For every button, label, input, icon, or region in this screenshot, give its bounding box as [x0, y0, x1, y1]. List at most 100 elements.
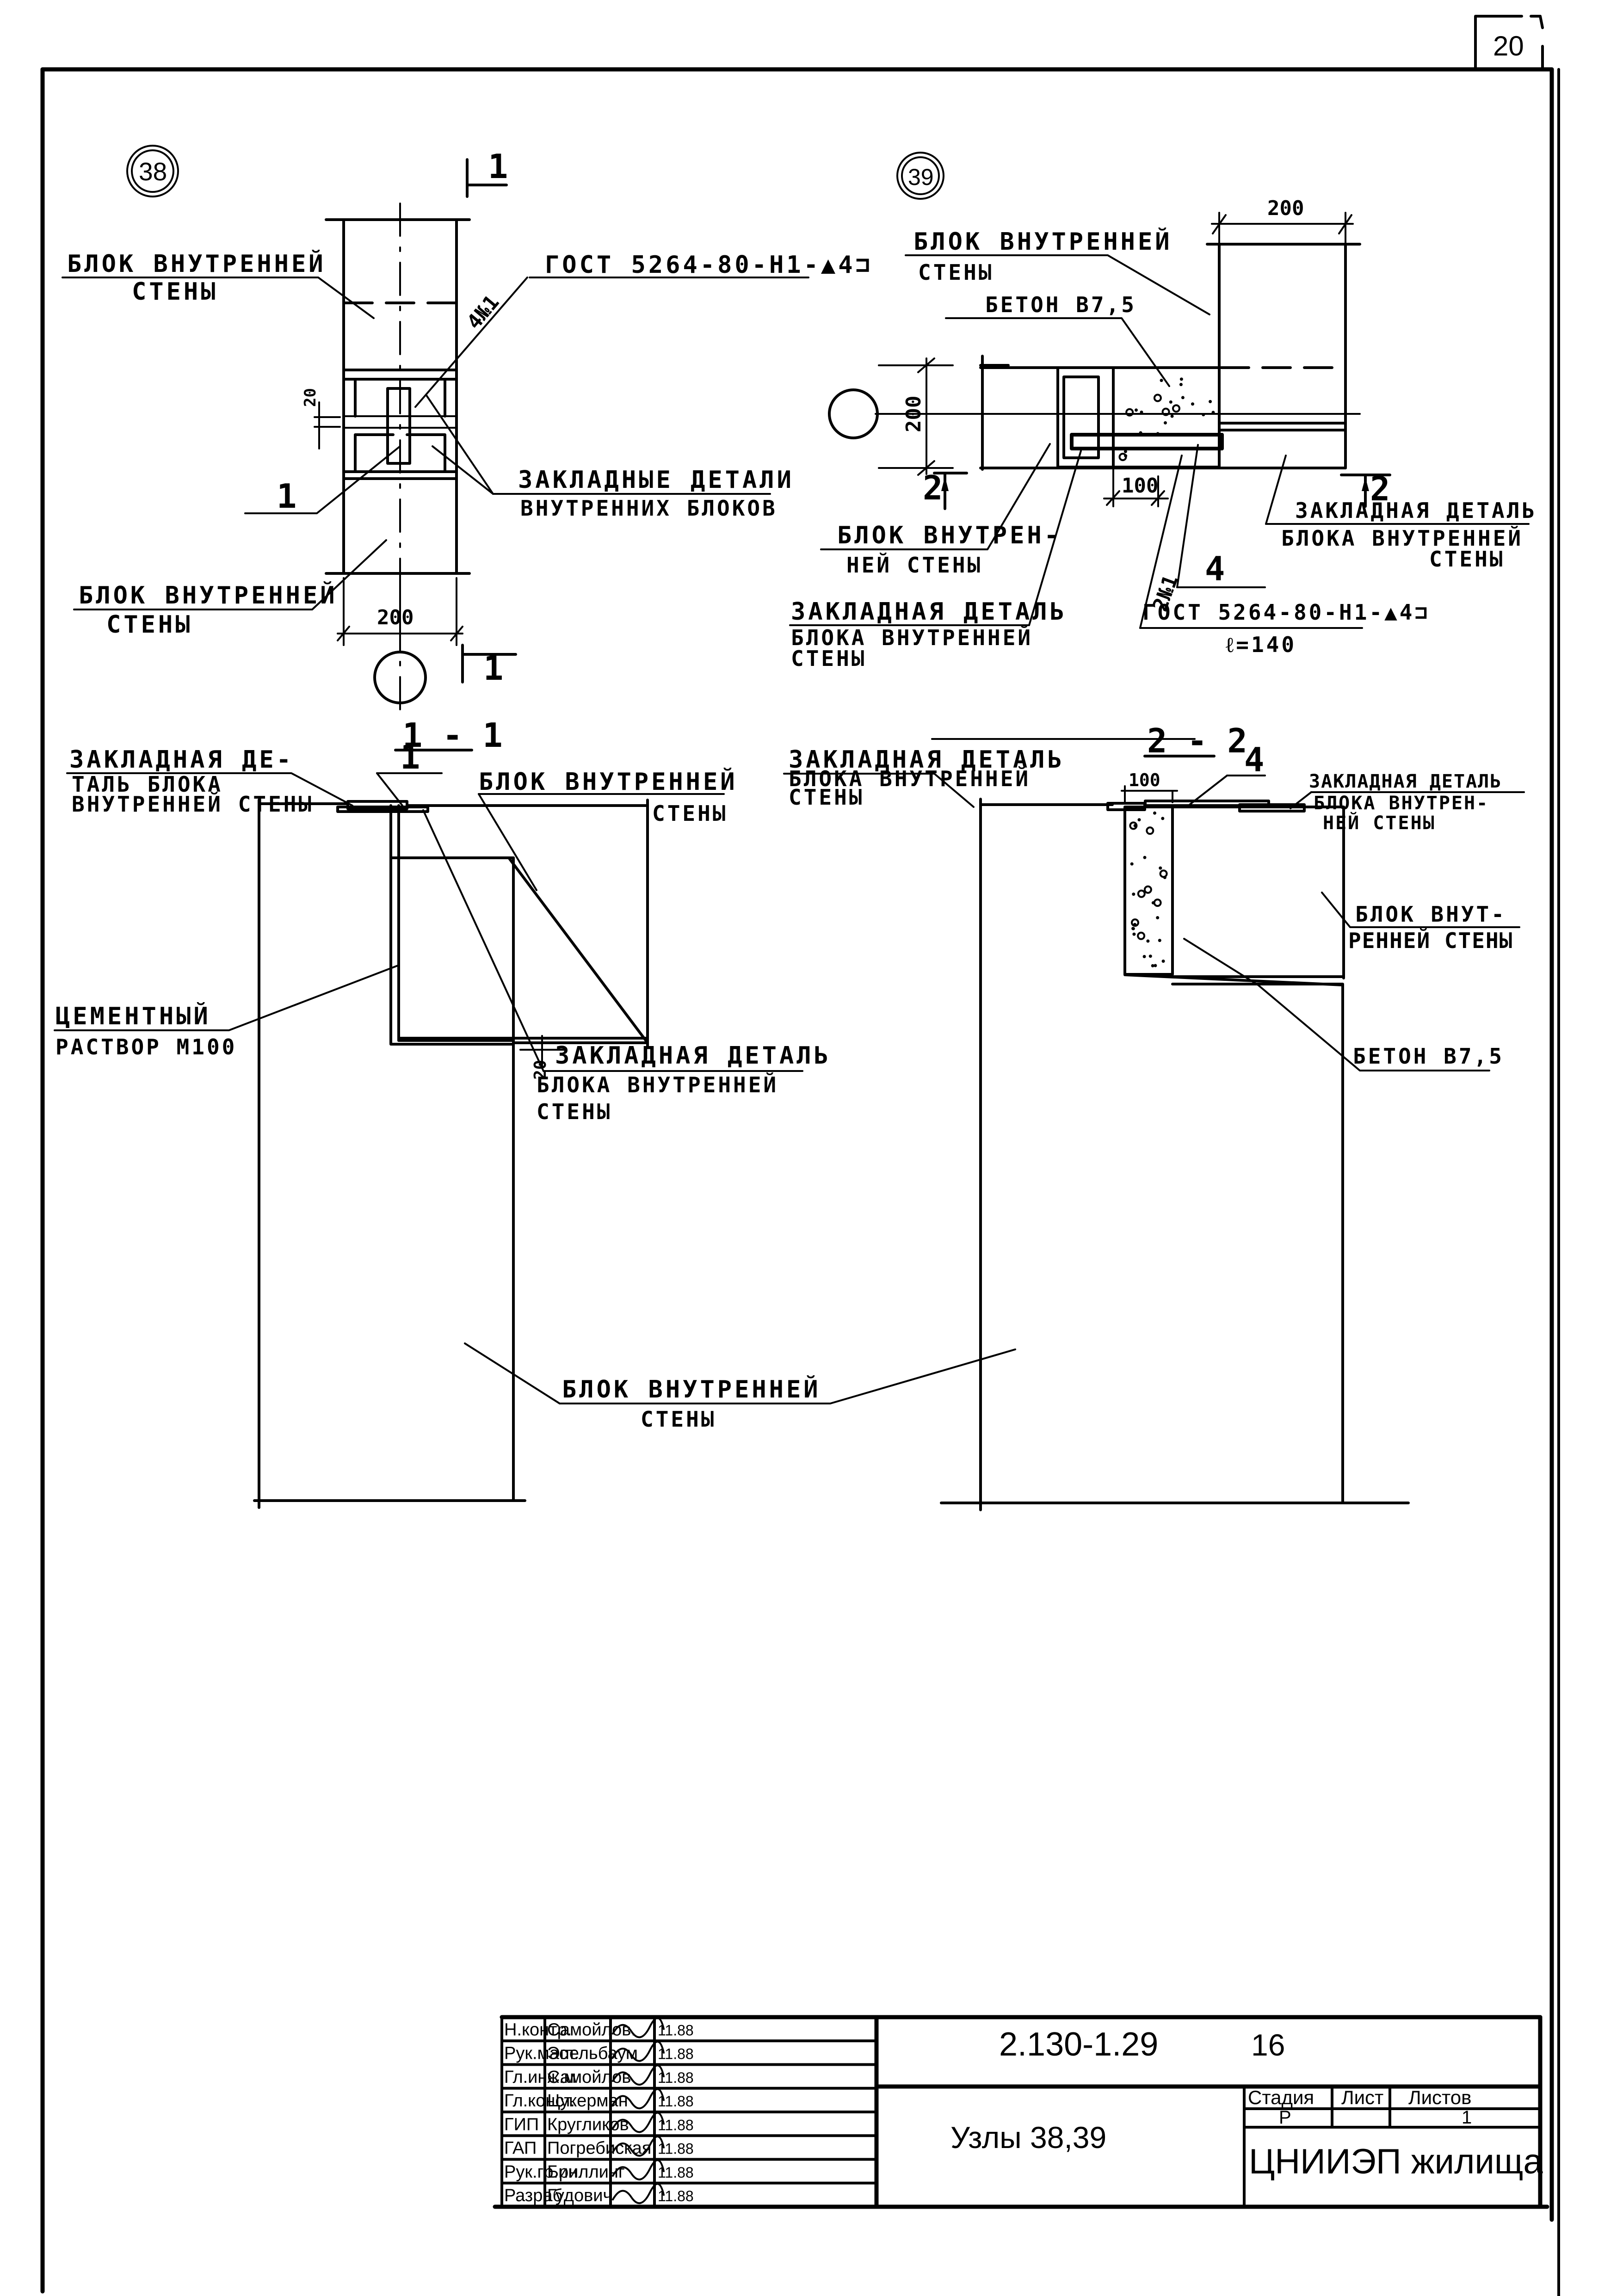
section-1-1-label-mortar-2: РАСТВОР М100	[56, 1034, 237, 1059]
concrete-aggregate-dot	[1161, 407, 1170, 416]
concrete-aggregate-dot	[1209, 400, 1212, 403]
signature-role: ГАП	[504, 2139, 537, 2158]
section-1-1-label-mortar-1: ЦЕМЕНТНЫЙ	[56, 1002, 211, 1030]
section-2-2-position-4: 4	[1244, 740, 1264, 779]
node-39-weld-spec: ГОСТ 5264-80-Н1-▲4⊐	[1142, 600, 1430, 625]
signature-name: Гудович	[547, 2186, 612, 2205]
section-2-2-label-embedded-right-2: БЛОКА ВНУТРЕН-	[1314, 793, 1489, 814]
node-39-dim-height-left: 200	[902, 396, 926, 432]
sheet-frame	[40, 15, 1560, 2296]
node-39-label-concrete: БЕТОН В7,5	[985, 292, 1136, 317]
node-38-drawing	[62, 145, 809, 713]
section-1-1-label-embedded-3: ВНУТРЕННЕЙ СТЕНЫ	[72, 792, 314, 817]
section-2-2-body	[783, 773, 1525, 1504]
concrete-aggregate-dot	[1146, 939, 1150, 943]
concrete-aggregate-dot	[1154, 964, 1157, 967]
signature-name: Погребиская	[547, 2139, 651, 2158]
node-38-label-block-bot-2: СТЕНЫ	[106, 611, 193, 639]
sheets-header: Листов	[1408, 2087, 1471, 2108]
node-39-position-4: 4	[1205, 549, 1225, 588]
concrete-aggregate-dot	[1140, 410, 1143, 414]
node-39-label-block-left-2: НЕЙ СТЕНЫ	[846, 553, 982, 578]
node-38-section-mark-top: 1	[488, 147, 508, 186]
concrete-aggregate-dot	[1172, 404, 1180, 413]
drawing-title: Узлы 38,39	[950, 2120, 1106, 2154]
section-1-1-label-embedded2-3: СТЕНЫ	[537, 1099, 612, 1124]
section-2-2-concrete-hatch	[1129, 811, 1168, 967]
node-38-section-mark-bottom: 1	[483, 649, 503, 688]
section-2-2-label-embedded-right-1: ЗАКЛАДНАЯ ДЕТАЛЬ	[1309, 771, 1502, 792]
section-1-1-label-embedded2-1: ЗАКЛАДНАЯ ДЕТАЛЬ	[555, 1042, 831, 1070]
concrete-aggregate-dot	[1158, 939, 1161, 942]
concrete-aggregate-dot	[1132, 893, 1135, 896]
signature-role: Рук.гр.ин.	[504, 2162, 583, 2182]
signature-name: Самойлов	[547, 2068, 631, 2087]
signature-role: Гл.инж.м	[504, 2068, 576, 2087]
node-39-marker: 39	[908, 164, 934, 190]
signature-mark	[612, 2088, 665, 2110]
signature-role: Рук.маст.	[504, 2044, 579, 2063]
title-block-frame	[493, 2015, 1549, 2209]
signature-name: Бриллинг	[547, 2162, 625, 2182]
signature-mark	[612, 2159, 665, 2180]
concrete-aggregate-dot	[1181, 396, 1185, 400]
node-39-drawing	[789, 152, 1530, 740]
concrete-aggregate-dot	[1137, 889, 1146, 898]
section-2-2-label-embedded-3: СТЕНЫ	[789, 785, 864, 810]
concrete-aggregate-dot	[1179, 377, 1183, 381]
concrete-aggregate-dot	[1151, 901, 1155, 905]
section-2-2-label-concrete: БЕТОН В7,5	[1353, 1044, 1504, 1069]
sheet-header: Лист	[1341, 2087, 1383, 2108]
concrete-aggregate-dot	[1132, 932, 1136, 936]
signature-mark	[612, 2136, 665, 2157]
node-39-label-embedded-right-2: БЛОКА ВНУТРЕННЕЙ	[1281, 526, 1523, 551]
section-1-1-label-block-top-1: БЛОК ВНУТРЕННЕЙ	[479, 768, 738, 796]
node-39-label-embedded-right-3: СТЕНЫ	[1429, 547, 1505, 572]
concrete-aggregate-dot	[1148, 954, 1152, 958]
concrete-aggregate-dot	[1142, 955, 1146, 958]
sheets-value: 1	[1462, 2107, 1472, 2128]
signature-role: ГИП	[504, 2115, 539, 2134]
node-38-embedded-label-2: ВНУТРЕННИХ БЛОКОВ	[520, 496, 778, 521]
page-number: 20	[1493, 31, 1524, 62]
signature-mark	[612, 2017, 665, 2038]
node-38-marker: 38	[139, 157, 167, 186]
section-2-2-title: 2 - 2	[1147, 721, 1247, 760]
concrete-aggregate-dot	[1135, 408, 1138, 412]
concrete-aggregate-dot	[1123, 449, 1127, 453]
signature-name: Самойлов.	[547, 2020, 636, 2039]
signature-name: Кругликов	[547, 2115, 629, 2134]
section-2-2-label-embedded-1: ЗАКЛАДНАЯ ДЕТАЛЬ	[789, 746, 1065, 774]
node-39-section-mark-left: 2	[923, 468, 943, 507]
concrete-aggregate-dot	[1133, 923, 1136, 926]
concrete-aggregate-dot	[1161, 960, 1165, 963]
node-39-dim-concrete: 100	[1122, 474, 1158, 498]
node-38-label-block-top-2: СТЕНЫ	[132, 278, 218, 306]
concrete-aggregate-dot	[1124, 454, 1128, 458]
signature-role: Разраб.	[504, 2186, 568, 2205]
section-1-1-label-embedded-2: ТАЛЬ БЛОКА	[72, 772, 223, 797]
stage-header: Стадия	[1248, 2087, 1314, 2108]
concrete-aggregate-dot	[1143, 885, 1152, 894]
section-2-2-dim-concrete: 100	[1129, 770, 1160, 790]
section-2-2-label-block-1: БЛОК ВНУТ-	[1355, 902, 1506, 927]
node-39-label-block-left-1: БЛОК ВНУТРЕН-	[837, 522, 1061, 549]
section-1-1-label-embedded2-2: БЛОКА ВНУТРЕННЕЙ	[537, 1072, 778, 1097]
signature-date: 11.88	[658, 2188, 694, 2204]
concrete-aggregate-dot	[1160, 379, 1163, 382]
concrete-aggregate-dot	[1159, 869, 1168, 878]
node-39-dim-width-top: 200	[1267, 197, 1304, 220]
concrete-aggregate-dot	[1179, 383, 1183, 386]
signature-date: 11.88	[658, 2164, 694, 2181]
concrete-aggregate-dot	[1130, 862, 1134, 866]
node-38-embedded-label-1: ЗАКЛАДНЫЕ ДЕТАЛИ	[518, 466, 794, 494]
node-38-position-1: 1	[277, 477, 296, 516]
section-1-1-label-block-bot-2: СТЕНЫ	[641, 1407, 716, 1432]
section-1-1-body	[389, 804, 649, 1046]
signature-mark	[612, 2041, 665, 2062]
signature-date: 11.88	[658, 2117, 694, 2133]
node-39-section-mark-right: 2	[1370, 469, 1390, 508]
organization: ЦНИИЭП жилища	[1249, 2142, 1543, 2181]
concrete-aggregate-dot	[1139, 431, 1142, 435]
section-1-1-dim-joint: 20	[531, 1060, 550, 1080]
